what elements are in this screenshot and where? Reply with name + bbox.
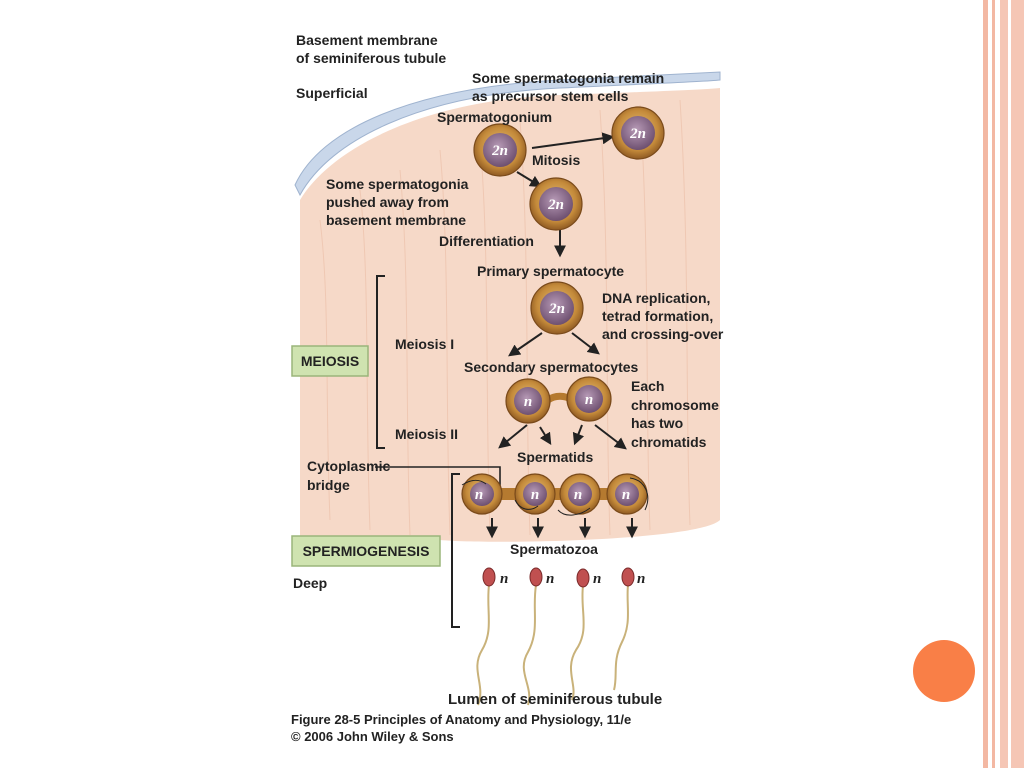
arrow-mitosis	[531, 132, 615, 149]
lumen-label: Lumen of seminiferous tubule	[448, 691, 662, 708]
each-label-1: Each	[631, 378, 664, 394]
basement-membrane	[294, 71, 721, 197]
secondary-spermatocytes-label: Secondary spermatocytes	[464, 359, 639, 375]
spermiogenesis-box-label: SPERMIOGENESIS	[303, 543, 430, 559]
primary-spermatocyte-label: Primary spermatocyte	[477, 263, 624, 279]
sperm-4: n	[613, 567, 645, 691]
pushed-label-2: pushed away from	[326, 194, 449, 210]
ploidy-label: 2n	[547, 197, 564, 213]
spermatids: n n n n	[461, 473, 649, 516]
dna-label-3: and crossing-over	[602, 326, 724, 342]
frame-stripe-1	[983, 0, 988, 768]
tubule-tissue	[300, 88, 720, 542]
ploidy-label: n	[622, 487, 630, 503]
basement-label-1: Basement membrane	[296, 32, 438, 48]
secondary-spermatocytes: n n	[505, 376, 612, 424]
sperm-3: n	[570, 568, 601, 701]
basement-label-2: of seminiferous tubule	[296, 50, 446, 66]
meiosis-box: MEIOSIS	[291, 345, 369, 377]
arrow-meiosis2-1	[498, 424, 528, 449]
arrow-meiosis1-right	[571, 332, 600, 355]
spermatogonium-label: Spermatogonium	[437, 109, 552, 125]
frame-stripe-3	[1000, 0, 1024, 768]
bridge-label-2: bridge	[307, 477, 350, 493]
spermatogonium-cell: 2n	[473, 123, 527, 177]
accent-circle	[913, 640, 975, 702]
dna-label-1: DNA replication,	[602, 290, 710, 306]
ploidy-label: n	[574, 487, 582, 503]
primary-spermatocyte-cell: 2n	[530, 281, 584, 335]
dna-label-2: tetrad formation,	[602, 308, 713, 324]
superficial-label: Superficial	[296, 85, 368, 101]
ploidy-label: n	[475, 487, 483, 503]
ploidy-label: 2n	[491, 143, 508, 159]
remain-label-2: as precursor stem cells	[472, 88, 629, 104]
each-label-2: chromosome	[631, 397, 719, 413]
pushed-label-3: basement membrane	[326, 212, 466, 228]
ploidy-label: 2n	[548, 301, 565, 317]
meiosis-i-label: Meiosis I	[395, 336, 454, 352]
sperm-2: n	[522, 567, 554, 706]
arrow-pushed	[516, 171, 543, 188]
ploidy-label: n	[524, 394, 532, 410]
meiosis-box-label: MEIOSIS	[301, 353, 359, 369]
bridge-pointer	[375, 466, 501, 492]
pushed-label-1: Some spermatogonia	[326, 176, 469, 192]
ploidy-label: n	[585, 392, 593, 408]
remain-label-1: Some spermatogonia remain	[472, 70, 664, 86]
meiosis-ii-label: Meiosis II	[395, 426, 458, 442]
ploidy-label: n	[531, 487, 539, 503]
spermatozoa-label: Spermatozoa	[510, 541, 598, 557]
spermatozoa: n n n n	[476, 567, 645, 706]
pushed-spermatogonium-cell: 2n	[529, 177, 583, 231]
arrow-meiosis2-4	[594, 424, 627, 450]
spermiogenesis-bracket	[451, 473, 460, 628]
arrow-meiosis2-2	[539, 426, 552, 446]
bridge-label-1: Cytoplasmic	[307, 458, 390, 474]
spermatids-label: Spermatids	[517, 449, 593, 465]
ploidy-label: n	[546, 571, 554, 587]
deep-label: Deep	[293, 575, 327, 591]
meiosis-bracket	[376, 275, 385, 449]
each-label-3: has two	[631, 415, 683, 431]
frame-stripe-2	[992, 0, 995, 768]
ploidy-label: n	[500, 571, 508, 587]
ploidy-label: 2n	[629, 126, 646, 142]
sperm-1: n	[476, 567, 508, 706]
spermiogenesis-box: SPERMIOGENESIS	[291, 535, 441, 567]
mitosis-label: Mitosis	[532, 152, 580, 168]
ploidy-label: n	[637, 571, 645, 587]
differentiation-label: Differentiation	[439, 233, 534, 249]
each-label-4: chromatids	[631, 434, 707, 450]
arrow-meiosis2-3	[572, 424, 585, 446]
ploidy-label: n	[593, 571, 601, 587]
arrow-meiosis1-left	[508, 332, 543, 357]
copyright-caption: © 2006 John Wiley & Sons	[291, 729, 454, 744]
frame-stripe-4	[1008, 0, 1011, 768]
figure-caption: Figure 28-5 Principles of Anatomy and Ph…	[291, 712, 632, 727]
stem-cell: 2n	[611, 106, 665, 160]
